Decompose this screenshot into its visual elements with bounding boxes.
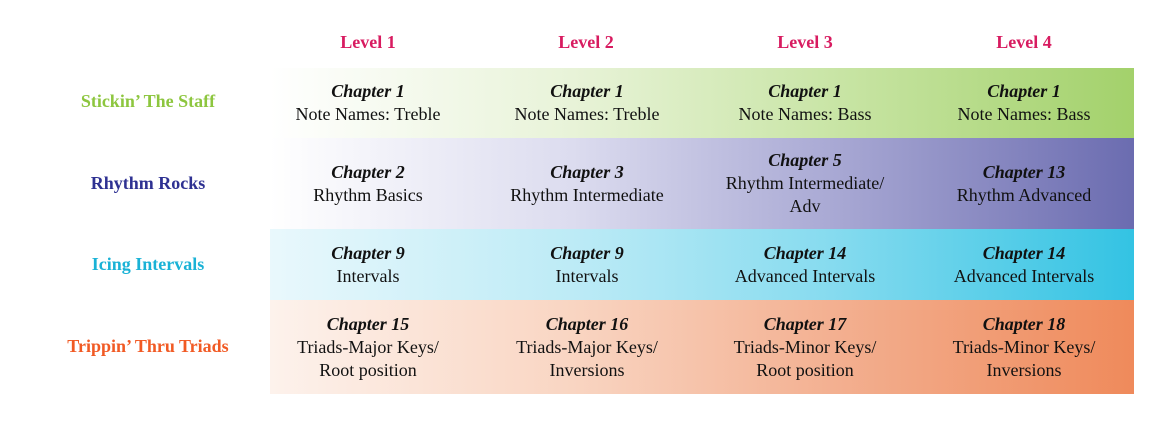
chapter-number: Chapter 5: [768, 150, 842, 170]
chapter-title-line: Note Names: Bass: [957, 104, 1091, 124]
chapter-title-line: Intervals: [336, 265, 400, 286]
chapter-title-line: Intervals: [555, 265, 619, 286]
chapter-number: Chapter 9: [550, 242, 624, 263]
chapter-number: Chapter 1: [550, 81, 624, 101]
chapter-title-line: Inversions: [986, 359, 1062, 380]
chapter-title-line: Triads-Major Keys/: [297, 336, 439, 357]
chapter-number: Chapter 16: [545, 313, 629, 334]
row-band-triads: [270, 300, 1134, 394]
chapter-title-line: Note Names: Treble: [295, 104, 441, 124]
row-label-staff: Stickin’ The Staff: [80, 91, 216, 111]
chapter-number: Chapter 9: [331, 242, 405, 263]
chapter-title-line: Rhythm Basics: [313, 184, 423, 205]
chapter-title-line: Rhythm Intermediate/: [725, 173, 885, 193]
cell-staff-level-4: Chapter 1 Note Names: Bass: [915, 80, 1133, 126]
level-4-heading: Level 4: [996, 32, 1052, 52]
cell-rhythm-level-3: Chapter 5 Rhythm Intermediate/Adv: [696, 149, 914, 218]
row-label-triads: Trippin’ Thru Triads: [67, 336, 229, 356]
level-2-heading: Level 2: [558, 32, 614, 52]
chapter-title-line: Note Names: Bass: [738, 104, 872, 124]
row-label-intervals: Icing Intervals: [91, 254, 205, 274]
cell-staff-level-2: Chapter 1 Note Names: Treble: [478, 80, 696, 126]
row-band-intervals: [270, 229, 1134, 300]
row-label-rhythm: Rhythm Rocks: [90, 173, 206, 193]
row-band-staff: [270, 68, 1134, 138]
chapter-title-line: Inversions: [549, 359, 625, 380]
row-band-rhythm: [270, 138, 1134, 229]
chapter-number: Chapter 3: [550, 161, 624, 182]
chapter-title-line: Note Names: Treble: [514, 104, 660, 124]
chapter-number: Chapter 15: [326, 313, 410, 334]
chapter-number: Chapter 18: [982, 313, 1066, 334]
chapter-number: Chapter 1: [987, 81, 1061, 101]
level-1-heading: Level 1: [340, 32, 396, 52]
chapter-title-line: Rhythm Intermediate: [510, 184, 664, 205]
chapter-number: Chapter 13: [982, 161, 1066, 182]
chapter-title-line: Root position: [319, 359, 417, 380]
chapter-title-line: Root position: [756, 359, 854, 380]
chapter-title-line: Triads-Minor Keys/: [952, 336, 1096, 357]
chapter-number: Chapter 1: [768, 81, 842, 101]
chapter-title-line: Rhythm Advanced: [956, 184, 1092, 205]
cell-staff-level-3: Chapter 1 Note Names: Bass: [696, 80, 914, 126]
chapter-title-line: Advanced Intervals: [953, 265, 1095, 286]
chapter-number: Chapter 14: [763, 242, 847, 263]
chapter-title-line: Triads-Minor Keys/: [733, 336, 877, 357]
chapter-number: Chapter 2: [331, 161, 405, 182]
chapter-title-line: Adv: [789, 196, 821, 216]
chapter-title-line: Triads-Major Keys/: [516, 336, 658, 357]
chapter-title-line: Advanced Intervals: [734, 265, 876, 286]
level-3-heading: Level 3: [777, 32, 833, 52]
chapter-number: Chapter 14: [982, 242, 1066, 263]
chapter-number: Chapter 1: [331, 81, 405, 101]
chapter-number: Chapter 17: [763, 313, 847, 334]
cell-staff-level-1: Chapter 1 Note Names: Treble: [259, 80, 477, 126]
